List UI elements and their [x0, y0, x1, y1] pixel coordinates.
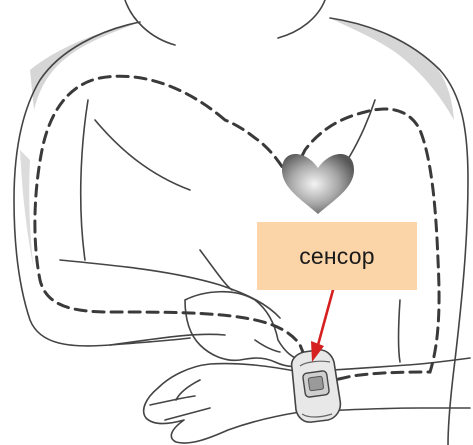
sensor-label-box: сенсор	[257, 222, 417, 290]
lower-hand-finger-1	[150, 396, 195, 405]
left-shoulder-shading	[30, 22, 140, 110]
wristwatch-icon	[292, 350, 341, 422]
neck-left-line	[125, 0, 175, 45]
forearm-top-line	[60, 260, 280, 318]
left-chest-line	[95, 120, 190, 190]
right-shoulder-shading	[330, 18, 454, 120]
pointing-hand-outline	[185, 292, 305, 367]
pointing-hand-finger	[255, 340, 280, 352]
left-arm-shading	[20, 150, 34, 270]
lower-hand-finger-2	[165, 408, 210, 420]
waist-right-line	[399, 300, 401, 362]
left-arm-inner-line	[81, 100, 88, 260]
heart-icon	[282, 154, 354, 214]
lower-hand-outline	[144, 363, 300, 443]
neck-right-line	[278, 0, 325, 38]
sensor-label: сенсор	[299, 243, 375, 270]
